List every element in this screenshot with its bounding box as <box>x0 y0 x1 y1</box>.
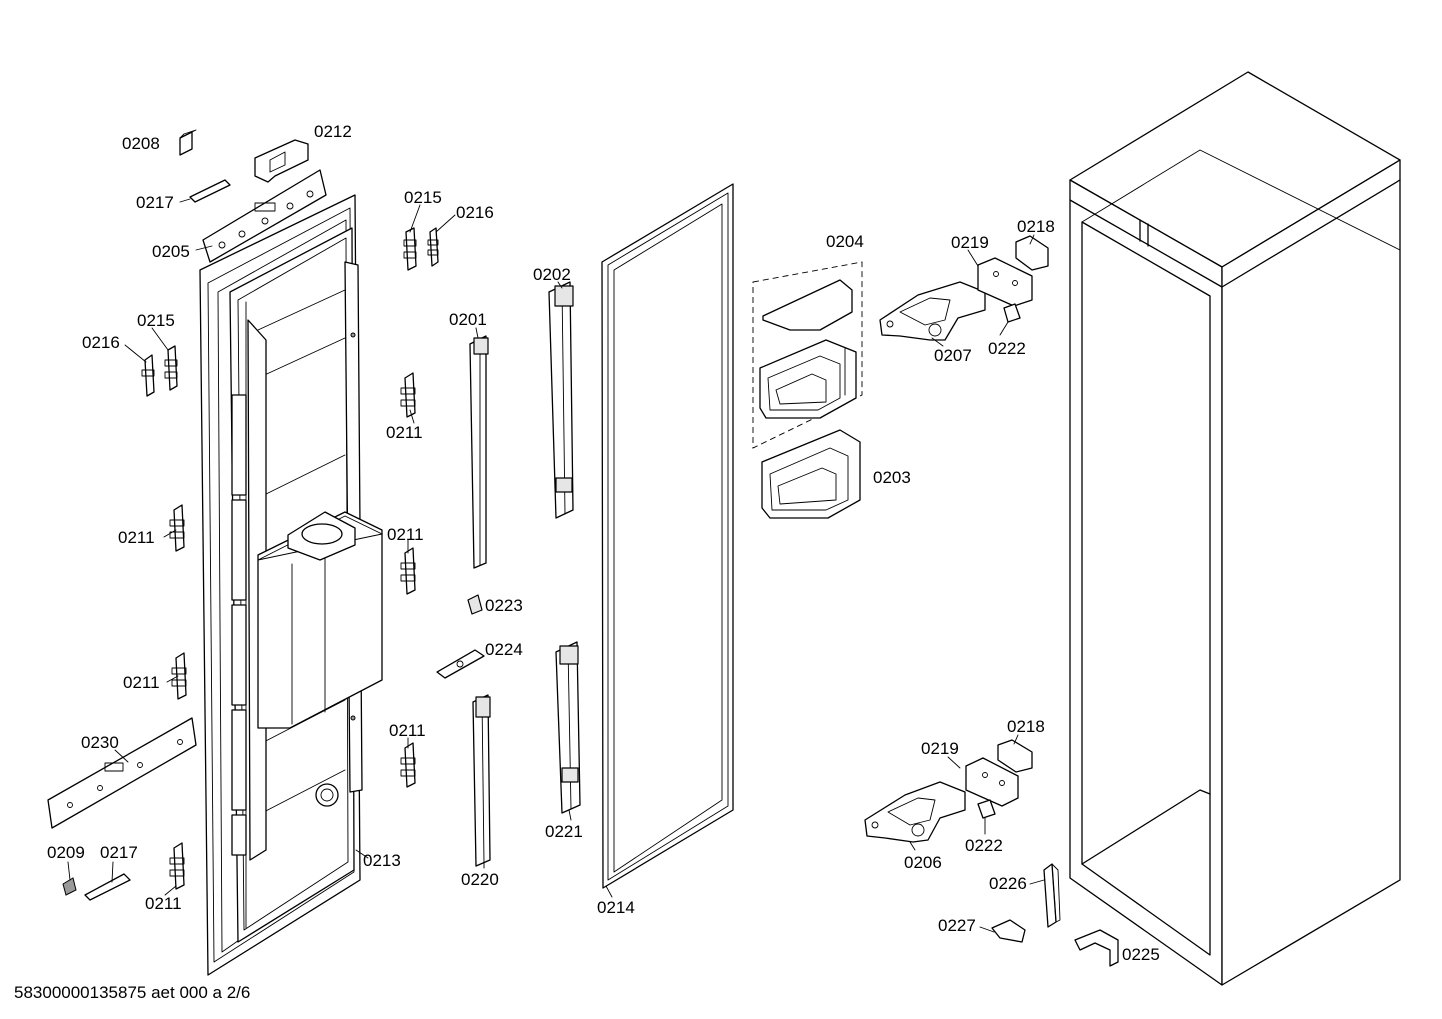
door-outer-panel <box>199 194 383 976</box>
part-0225 <box>1074 929 1119 967</box>
label-0225: 0225 <box>1122 945 1160 964</box>
bracket-0219-bottom <box>965 757 1019 807</box>
label-0211-b: 0211 <box>118 528 155 547</box>
bracket-0226 <box>1043 863 1061 928</box>
part-0209 <box>62 877 77 896</box>
hinge-plate-0205 <box>202 169 327 263</box>
rail-0201 <box>469 335 489 569</box>
label-0204: 0204 <box>826 232 864 251</box>
label-0211-f: 0211 <box>145 894 182 913</box>
rail-0221 <box>555 641 581 814</box>
label-0213: 0213 <box>363 851 401 870</box>
part-0230 <box>47 717 197 829</box>
part-0217-top <box>189 179 231 203</box>
label-0209: 0209 <box>47 843 85 862</box>
pad-0222-bottom <box>977 799 996 819</box>
part-0217-bottom <box>84 873 131 901</box>
label-0218-bottom: 0218 <box>1007 717 1045 736</box>
part-0224 <box>436 649 485 679</box>
label-0207: 0207 <box>934 346 972 365</box>
label-0202: 0202 <box>533 265 571 284</box>
label-0220: 0220 <box>461 870 499 889</box>
label-0219-top: 0219 <box>951 233 989 252</box>
pad-0222-top <box>1003 303 1021 323</box>
door-gasket-0214 <box>601 183 734 889</box>
label-0216-left: 0216 <box>82 333 120 352</box>
clip-0227 <box>991 919 1026 943</box>
drawing-reference-footer: 58300000135875 aet 000 a 2/6 <box>14 983 250 1002</box>
label-0215-top: 0215 <box>404 188 442 207</box>
label-0230: 0230 <box>81 733 119 752</box>
part-0208 <box>179 129 197 156</box>
label-0218-top: 0218 <box>1017 217 1055 236</box>
hinge-0206 <box>864 781 966 843</box>
label-0211-c: 0211 <box>387 525 424 544</box>
clip-0218-top <box>1015 235 1049 271</box>
leader-lines <box>67 198 1045 933</box>
rail-0220 <box>472 694 491 867</box>
label-0208: 0208 <box>122 134 160 153</box>
rail-0202 <box>548 281 574 519</box>
label-0227: 0227 <box>938 916 976 935</box>
bracket-0219-top <box>977 257 1033 307</box>
bracket-group <box>141 227 439 890</box>
label-0221: 0221 <box>545 822 583 841</box>
label-0214: 0214 <box>597 898 635 917</box>
label-0201: 0201 <box>449 310 487 329</box>
part-0212 <box>254 139 309 183</box>
label-0222-bottom: 0222 <box>965 836 1003 855</box>
label-0211-d: 0211 <box>123 673 160 692</box>
label-0217-top: 0217 <box>136 193 174 212</box>
label-0216-top: 0216 <box>456 203 494 222</box>
label-0219-bottom: 0219 <box>921 739 959 758</box>
part-labels: 0208 0212 0217 0205 0215 0216 0215 0216 … <box>47 122 1160 964</box>
container-0204 <box>752 261 863 449</box>
label-0206: 0206 <box>904 853 942 872</box>
label-0215-left: 0215 <box>137 311 175 330</box>
cabinet-body <box>1069 71 1401 986</box>
hinge-0207 <box>879 281 986 341</box>
label-0211-a: 0211 <box>386 423 423 442</box>
label-0211-e: 0211 <box>389 721 426 740</box>
label-0212: 0212 <box>314 122 352 141</box>
container-0203 <box>761 429 861 519</box>
label-0217-bottom: 0217 <box>100 843 138 862</box>
label-0203: 0203 <box>873 468 911 487</box>
part-0223 <box>467 594 483 615</box>
label-0205: 0205 <box>152 242 190 261</box>
label-0222-top: 0222 <box>988 339 1026 358</box>
label-0224: 0224 <box>485 640 523 659</box>
label-0226: 0226 <box>989 874 1027 893</box>
clip-0218-bottom <box>997 739 1033 773</box>
label-0223: 0223 <box>485 596 523 615</box>
